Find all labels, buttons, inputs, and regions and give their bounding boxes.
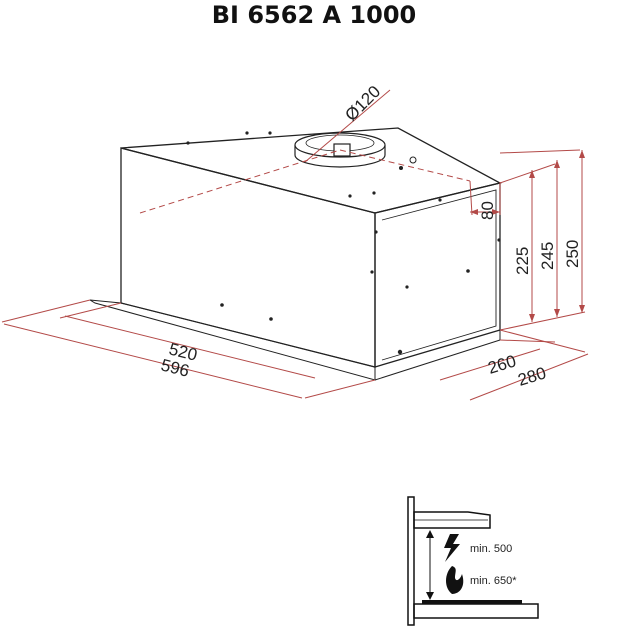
min-gas-label: min. 650* — [470, 575, 517, 587]
fixing-holes — [186, 131, 501, 355]
label-outlet-offset: 80 — [478, 201, 497, 220]
flame-icon — [446, 566, 464, 594]
duct-collar — [294, 132, 386, 168]
electric-icon — [444, 534, 460, 562]
hood-icon — [413, 511, 491, 529]
min-electric-label: min. 500 — [470, 543, 512, 555]
worktop-icon — [413, 603, 539, 619]
label-height-225: 225 — [513, 247, 532, 275]
dimension-lines — [1, 89, 589, 401]
model-title: BI 6562 A 1000 — [211, 1, 417, 29]
hood-body — [89, 127, 502, 381]
wall-icon — [407, 496, 415, 626]
dimension-arrows — [470, 150, 585, 322]
label-height-250: 250 — [563, 240, 582, 268]
label-depth-280: 280 — [516, 363, 549, 389]
label-height-245: 245 — [538, 242, 557, 270]
label-depth-260: 260 — [486, 351, 519, 377]
label-duct-diameter: Ø120 — [341, 82, 384, 125]
clearance-diagram: min. 500 min. 650* — [407, 496, 539, 626]
